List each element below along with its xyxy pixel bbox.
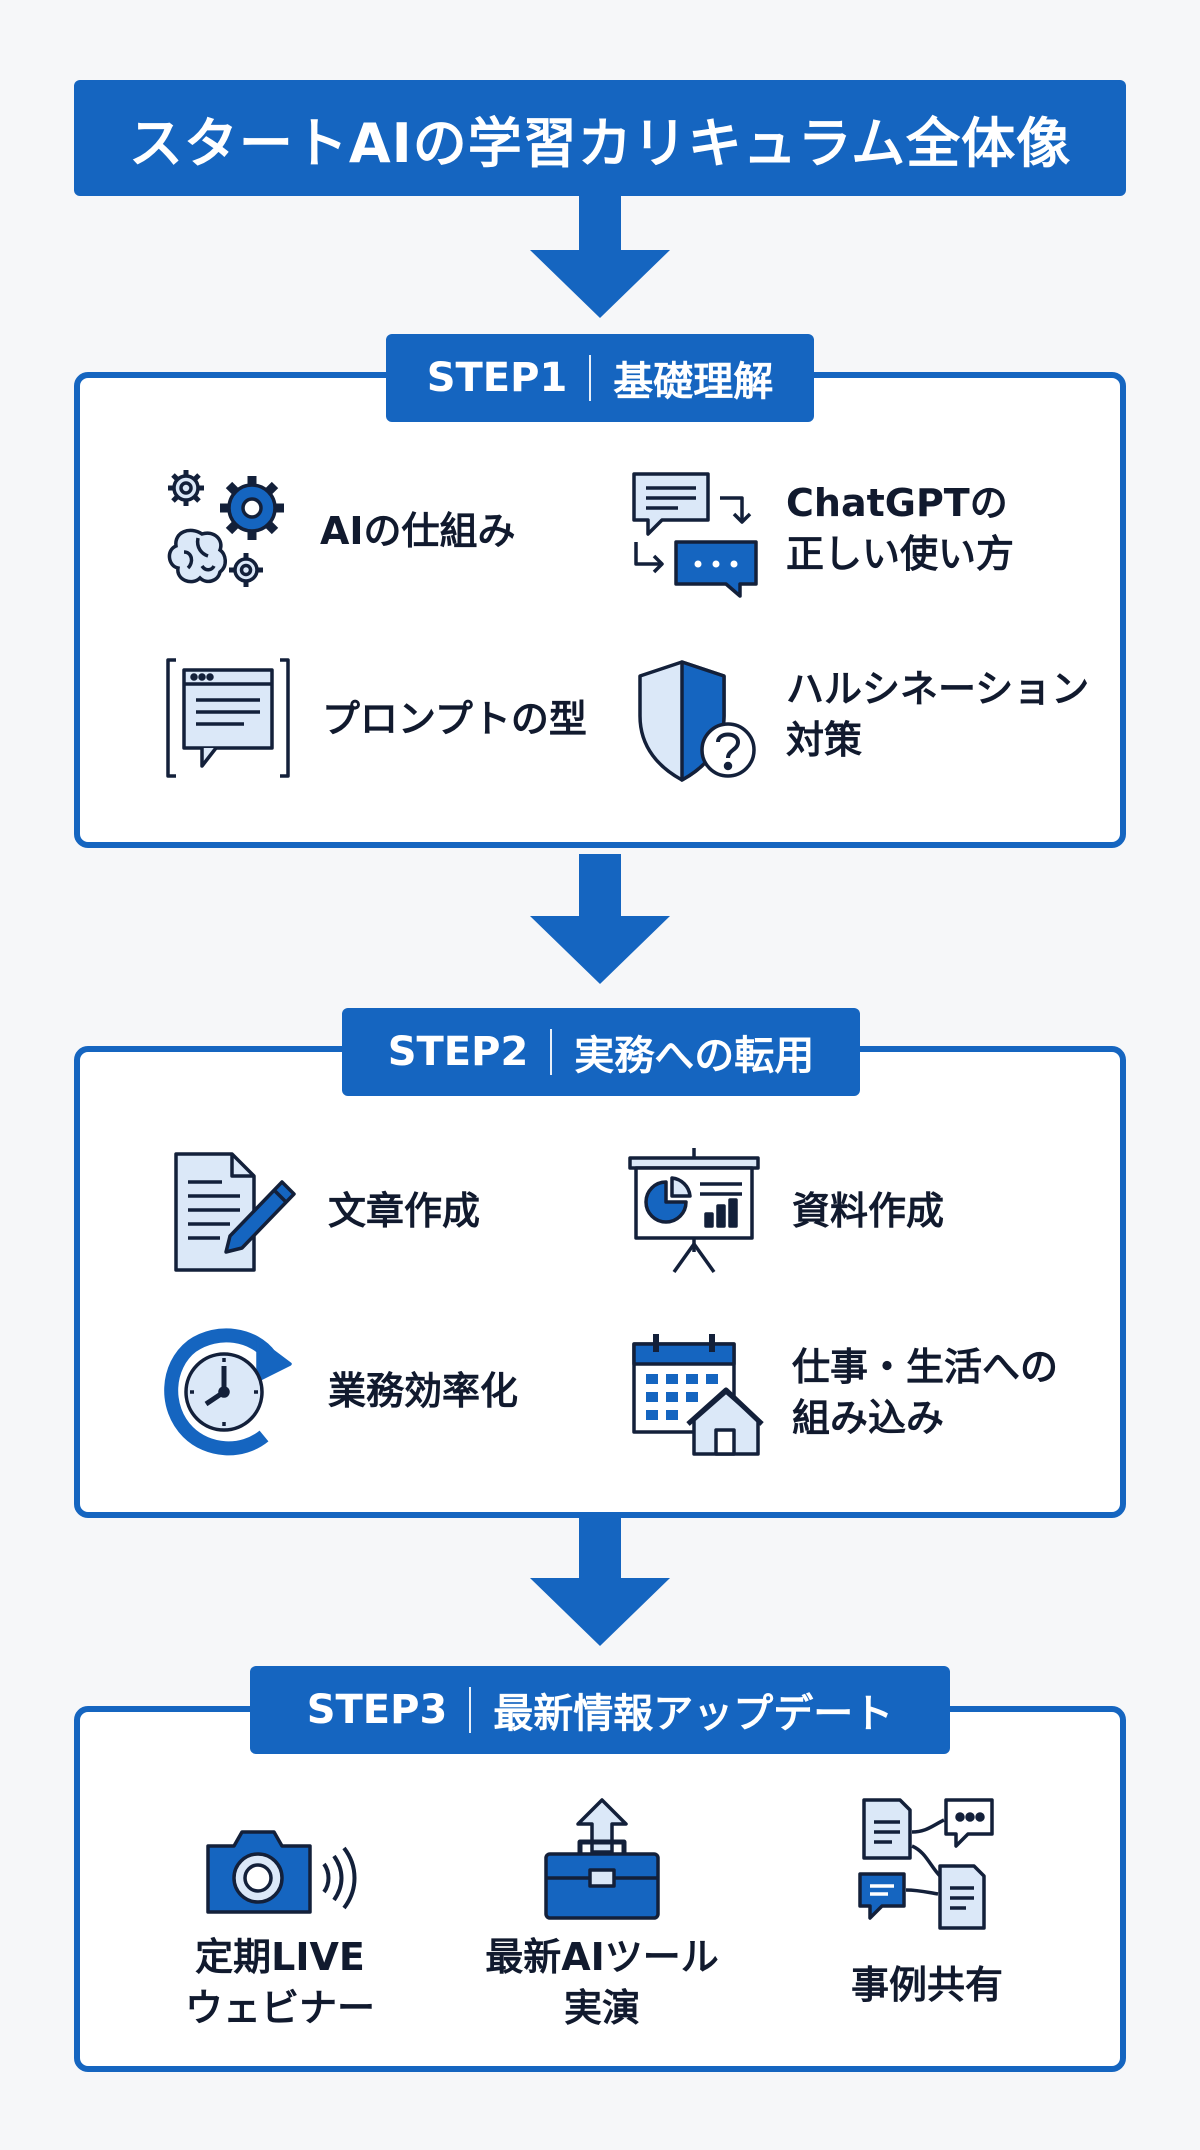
presentation-board-icon — [628, 1148, 760, 1274]
step1-number: STEP1 — [426, 355, 568, 401]
step2-item-label: 仕事・生活への 組み込み — [792, 1345, 1059, 1441]
step1-item-label: ハルシネーション 対策 — [786, 667, 1090, 763]
header-divider — [550, 1029, 553, 1075]
step1-item-label: ChatGPTの 正しい使い方 — [786, 481, 1015, 577]
page-title: スタートAIの学習カリキュラム全体像 — [74, 80, 1126, 196]
shared-documents-icon — [858, 1798, 994, 1930]
clock-refresh-icon — [164, 1328, 292, 1456]
step3-item-label: 定期LIVE ウェビナー — [184, 1935, 375, 2031]
step3-heading: 最新情報アップデート — [493, 1691, 894, 1737]
document-pen-icon — [174, 1152, 296, 1272]
step2-item-label: 業務効率化 — [328, 1369, 519, 1413]
step1-heading: 基礎理解 — [613, 359, 774, 405]
step2-item-label: 文章作成 — [328, 1189, 481, 1233]
step1-item-label: プロンプトの型 — [322, 697, 587, 741]
step2-header: STEP2 実務への転用 — [342, 1008, 860, 1096]
step2-item-label: 資料作成 — [792, 1189, 945, 1233]
header-divider — [589, 355, 592, 401]
step3-item-label: 事例共有 — [850, 1963, 1003, 2007]
step1-item-label: AIの仕組み — [320, 509, 516, 553]
step3-header: STEP3 最新情報アップデート — [250, 1666, 950, 1754]
header-divider — [469, 1687, 472, 1733]
step2-heading: 実務への転用 — [574, 1033, 815, 1079]
toolbox-upload-icon — [544, 1798, 660, 1920]
shield-question-icon — [638, 660, 756, 782]
camera-live-icon — [206, 1830, 357, 1914]
brain-gears-icon — [167, 470, 284, 587]
step2-number: STEP2 — [387, 1029, 529, 1075]
calendar-home-icon — [632, 1334, 764, 1456]
step1-header: STEP1 基礎理解 — [386, 334, 814, 422]
prompt-window-icon — [166, 658, 290, 778]
chat-exchange-icon — [632, 472, 758, 598]
step3-item-label: 最新AIツール 実演 — [485, 1935, 719, 2031]
step3-number: STEP3 — [306, 1687, 448, 1733]
step1-panel — [74, 372, 1126, 848]
